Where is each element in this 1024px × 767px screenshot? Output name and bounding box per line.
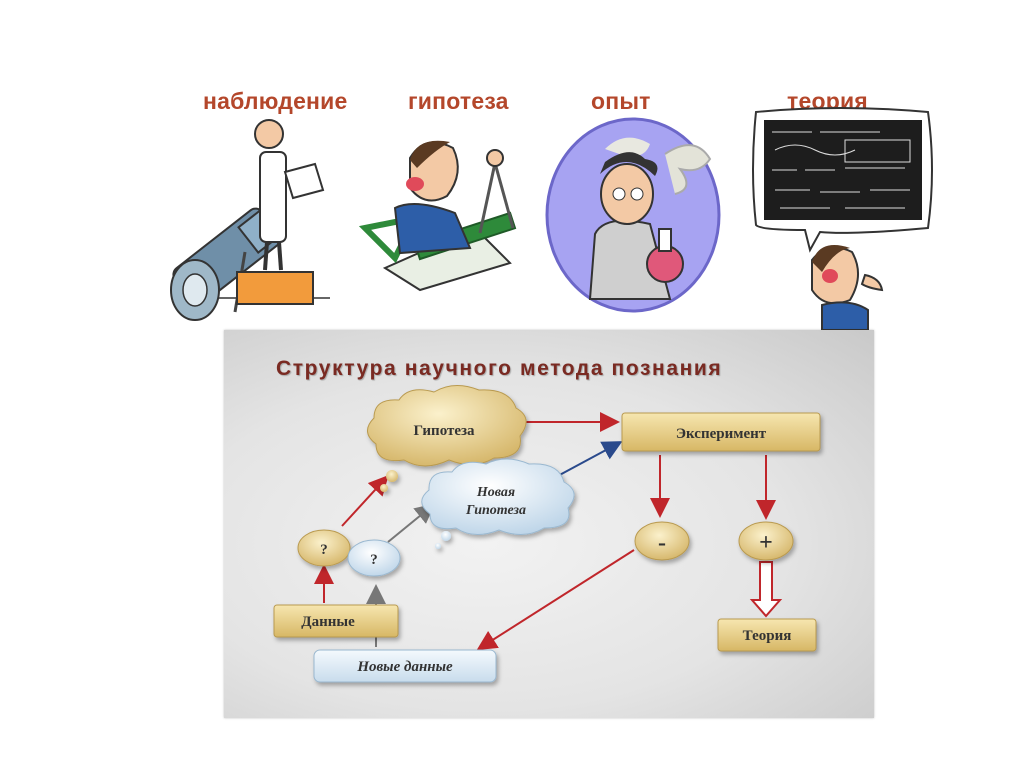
minus-label: - — [658, 530, 666, 556]
arrow-question-to-hypothesis — [341, 475, 389, 527]
arrow-new-hypothesis-to-experiment — [553, 441, 623, 479]
arrow-plus-to-theory — [749, 561, 783, 618]
data-label: Данные — [301, 614, 355, 630]
theory-box — [717, 618, 817, 652]
hypothesis-label: Гипотеза — [413, 423, 475, 439]
experiment-label: Эксперимент — [676, 426, 767, 442]
plus-label: + — [759, 530, 773, 556]
theory-label: Теория — [743, 628, 792, 644]
diagram-canvas: Гипотеза Новая Гипотеза Эксперимент ? ? … — [273, 385, 821, 683]
data-box — [273, 604, 399, 638]
new-hypothesis-cloud — [421, 458, 575, 549]
chemist-flask-icon — [545, 117, 721, 313]
minus-oval — [634, 521, 690, 561]
new-hypothesis-label-line1: Новая — [476, 485, 515, 500]
drafting-compass-icon — [358, 140, 517, 292]
hypothesis-cloud — [367, 385, 527, 492]
new-hypothesis-label-line2: Гипотеза — [465, 503, 526, 518]
question-oval-2 — [347, 539, 401, 577]
stage-label-observation: наблюдение — [203, 88, 348, 114]
new-data-box — [313, 649, 497, 683]
blackboard-theory-icon — [752, 107, 933, 330]
diagram-title: Структура научного метода познания — [276, 357, 723, 380]
question-label-2: ? — [370, 552, 378, 568]
observer-telescope-icon — [170, 119, 330, 321]
plus-oval — [738, 521, 794, 561]
stage-label-experiment: опыт — [591, 88, 651, 114]
scientific-method-diagram: Структура научного метода познания — [224, 330, 874, 718]
experiment-box — [621, 412, 821, 452]
arrow-question2-to-new-hypothesis — [387, 503, 436, 543]
stage-label-hypothesis: гипотеза — [408, 88, 509, 114]
question-label-1: ? — [320, 542, 328, 558]
arrow-minus-to-new-data — [476, 549, 635, 651]
question-oval-1 — [297, 529, 351, 567]
new-data-label: Новые данные — [356, 659, 453, 675]
